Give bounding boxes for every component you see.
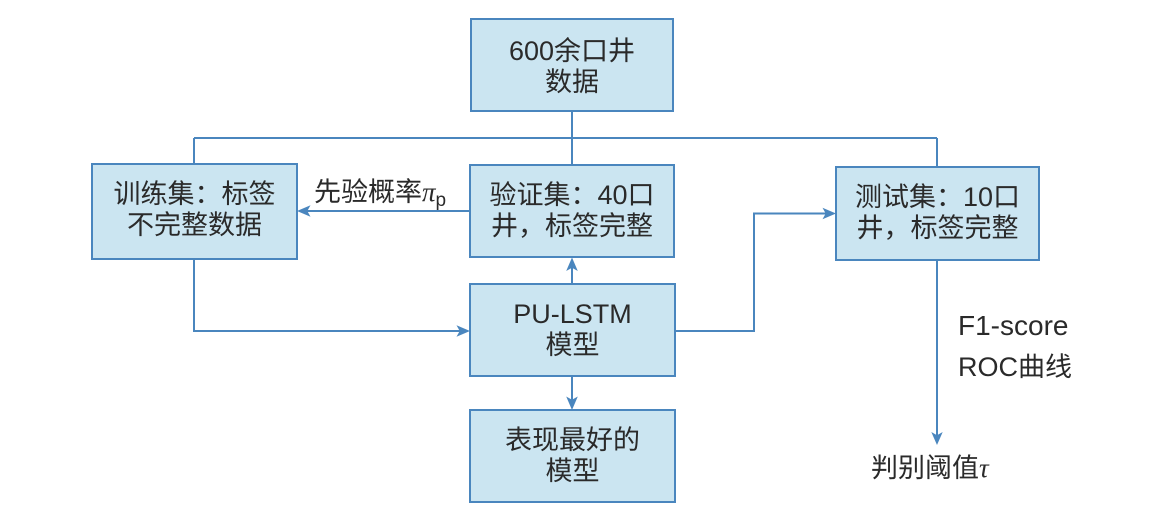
svg-text:不完整数据: 不完整数据 (127, 210, 262, 240)
svg-text:训练集：标签: 训练集：标签 (114, 179, 276, 209)
svg-text:判别阈值τ: 判别阈值τ (871, 453, 990, 483)
svg-text:数据: 数据 (545, 67, 599, 97)
svg-text:井，标签完整: 井，标签完整 (857, 213, 1019, 243)
svg-text:模型: 模型 (546, 456, 600, 486)
svg-text:ROC曲线: ROC曲线 (958, 352, 1072, 382)
svg-text:验证集：40口: 验证集：40口 (489, 180, 654, 210)
svg-text:模型: 模型 (546, 330, 600, 360)
svg-text:F1-score: F1-score (958, 310, 1068, 341)
svg-text:井，标签完整: 井，标签完整 (491, 211, 653, 241)
svg-text:600余口井: 600余口井 (509, 36, 635, 66)
svg-text:PU-LSTM: PU-LSTM (513, 299, 632, 329)
svg-text:测试集：10口: 测试集：10口 (855, 182, 1020, 212)
svg-text:先验概率πp: 先验概率πp (314, 177, 446, 211)
svg-text:表现最好的: 表现最好的 (505, 425, 640, 455)
